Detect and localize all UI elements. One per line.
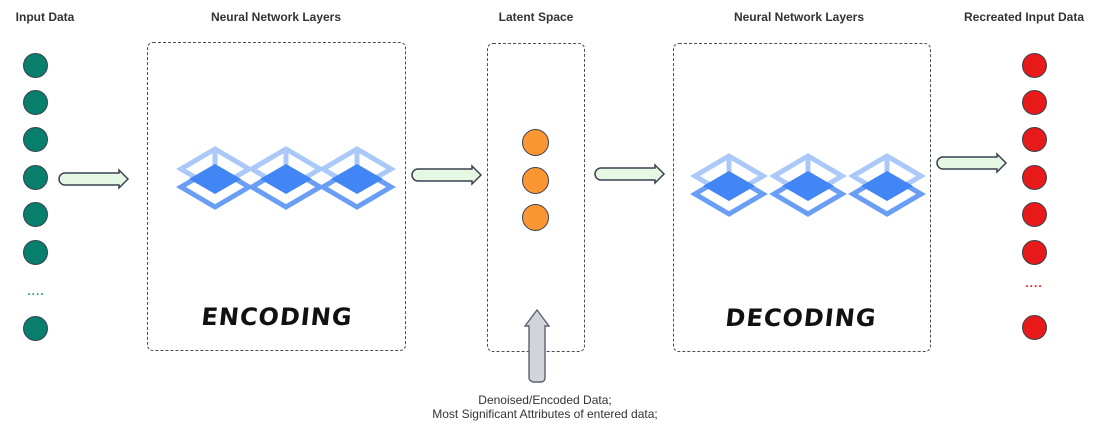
latent-space-label: Latent Space — [498, 10, 574, 24]
annotation-line-1: Denoised/Encoded Data; — [478, 393, 612, 407]
layer-core — [703, 171, 755, 201]
latent-node — [522, 129, 549, 156]
decoding-text: DECODING — [724, 304, 878, 332]
layer-core — [260, 164, 312, 194]
arrow-encoder-to-latent — [411, 164, 483, 186]
annotation-up-arrow — [523, 308, 551, 383]
encoder-layers-label: Neural Network Layers — [210, 10, 342, 24]
input-node — [23, 165, 48, 190]
latent-node — [522, 167, 549, 194]
encoder-layers — [176, 146, 396, 210]
input-node — [23, 53, 48, 78]
layer-core — [861, 171, 913, 201]
layer-core — [331, 164, 383, 194]
arrow-input-to-encoder — [58, 168, 130, 190]
output-node — [1022, 240, 1047, 265]
latent-annotation: Denoised/Encoded Data; Most Significant … — [432, 393, 657, 421]
latent-space-box — [487, 43, 585, 352]
decoder-layers-label: Neural Network Layers — [733, 10, 865, 24]
input-ellipsis: .... — [27, 284, 45, 298]
layers-icon — [690, 153, 768, 217]
input-node — [23, 90, 48, 115]
layers-icon — [247, 146, 325, 210]
layers-icon — [769, 153, 847, 217]
layer-core — [189, 164, 241, 194]
output-ellipsis: .... — [1025, 276, 1043, 290]
right-arrow-icon — [58, 168, 130, 190]
recreated-input-label: Recreated Input Data — [963, 10, 1085, 24]
arrow-latent-to-decoder — [594, 163, 666, 185]
output-node — [1022, 202, 1047, 227]
layers-icon — [176, 146, 254, 210]
decoder-layers — [690, 153, 926, 217]
annotation-line-2: Most Significant Attributes of entered d… — [432, 407, 658, 421]
layers-icon — [318, 146, 396, 210]
output-node — [1022, 127, 1047, 152]
layer-core — [782, 171, 834, 201]
encoder-box — [147, 42, 406, 351]
output-node — [1022, 53, 1047, 78]
up-arrow-icon — [523, 308, 551, 383]
right-arrow-icon — [411, 164, 483, 186]
encoding-text: ENCODING — [199, 303, 355, 331]
layers-icon — [848, 153, 926, 217]
arrow-decoder-to-output — [936, 152, 1008, 174]
output-node — [1022, 165, 1047, 190]
input-node — [23, 127, 48, 152]
right-arrow-icon — [936, 152, 1008, 174]
latent-node — [522, 204, 549, 231]
output-node — [1022, 90, 1047, 115]
input-node — [23, 316, 48, 341]
decoder-box — [673, 43, 931, 352]
right-arrow-icon — [594, 163, 666, 185]
input-node — [23, 240, 48, 265]
input-data-label: Input Data — [15, 10, 75, 24]
output-node — [1022, 315, 1047, 340]
input-node — [23, 202, 48, 227]
